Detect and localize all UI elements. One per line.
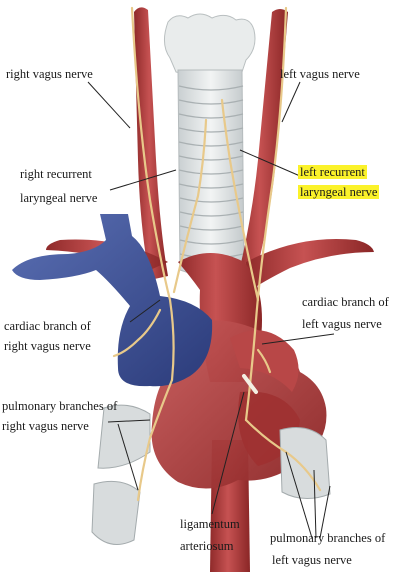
label-cardiac-right-line1: cardiac branch of (4, 319, 91, 333)
label-pulmonary-left-line2: left vagus nerve (272, 553, 352, 567)
label-ligamentum-line1: ligamentum (180, 517, 240, 531)
label-pulmonary-right-line1: pulmonary branches of (2, 399, 118, 413)
label-left-recurrent-line1: left recurrent (298, 165, 367, 179)
label-right-vagus-nerve: right vagus nerve (6, 67, 93, 81)
right-lung-fragment-lower (91, 480, 141, 545)
label-cardiac-left-line1: cardiac branch of (302, 295, 389, 309)
label-cardiac-right-line2: right vagus nerve (4, 339, 91, 353)
label-right-recurrent-line2: laryngeal nerve (20, 191, 98, 205)
larynx-cartilage (164, 13, 256, 77)
label-cardiac-left-line2: left vagus nerve (302, 317, 382, 331)
label-pulmonary-left-line1: pulmonary branches of (270, 531, 386, 545)
label-left-vagus-nerve: left vagus nerve (280, 67, 360, 81)
label-left-recurrent-line2: laryngeal nerve (298, 185, 380, 199)
label-ligamentum-line2: arteriosum (180, 539, 234, 553)
left-carotid-artery (236, 9, 288, 290)
right-lung-fragment (97, 404, 151, 469)
trachea (177, 69, 245, 277)
superior-vena-cava (12, 214, 213, 387)
label-right-recurrent-line1: right recurrent (20, 167, 92, 181)
leader-lines (87, 81, 335, 539)
ligamentum-arteriosum (242, 374, 258, 394)
label-pulmonary-right-line2: right vagus nerve (2, 419, 89, 433)
left-subclavian-artery (246, 238, 374, 292)
right-carotid-artery (134, 7, 168, 281)
left-lung-fragment (279, 427, 331, 499)
